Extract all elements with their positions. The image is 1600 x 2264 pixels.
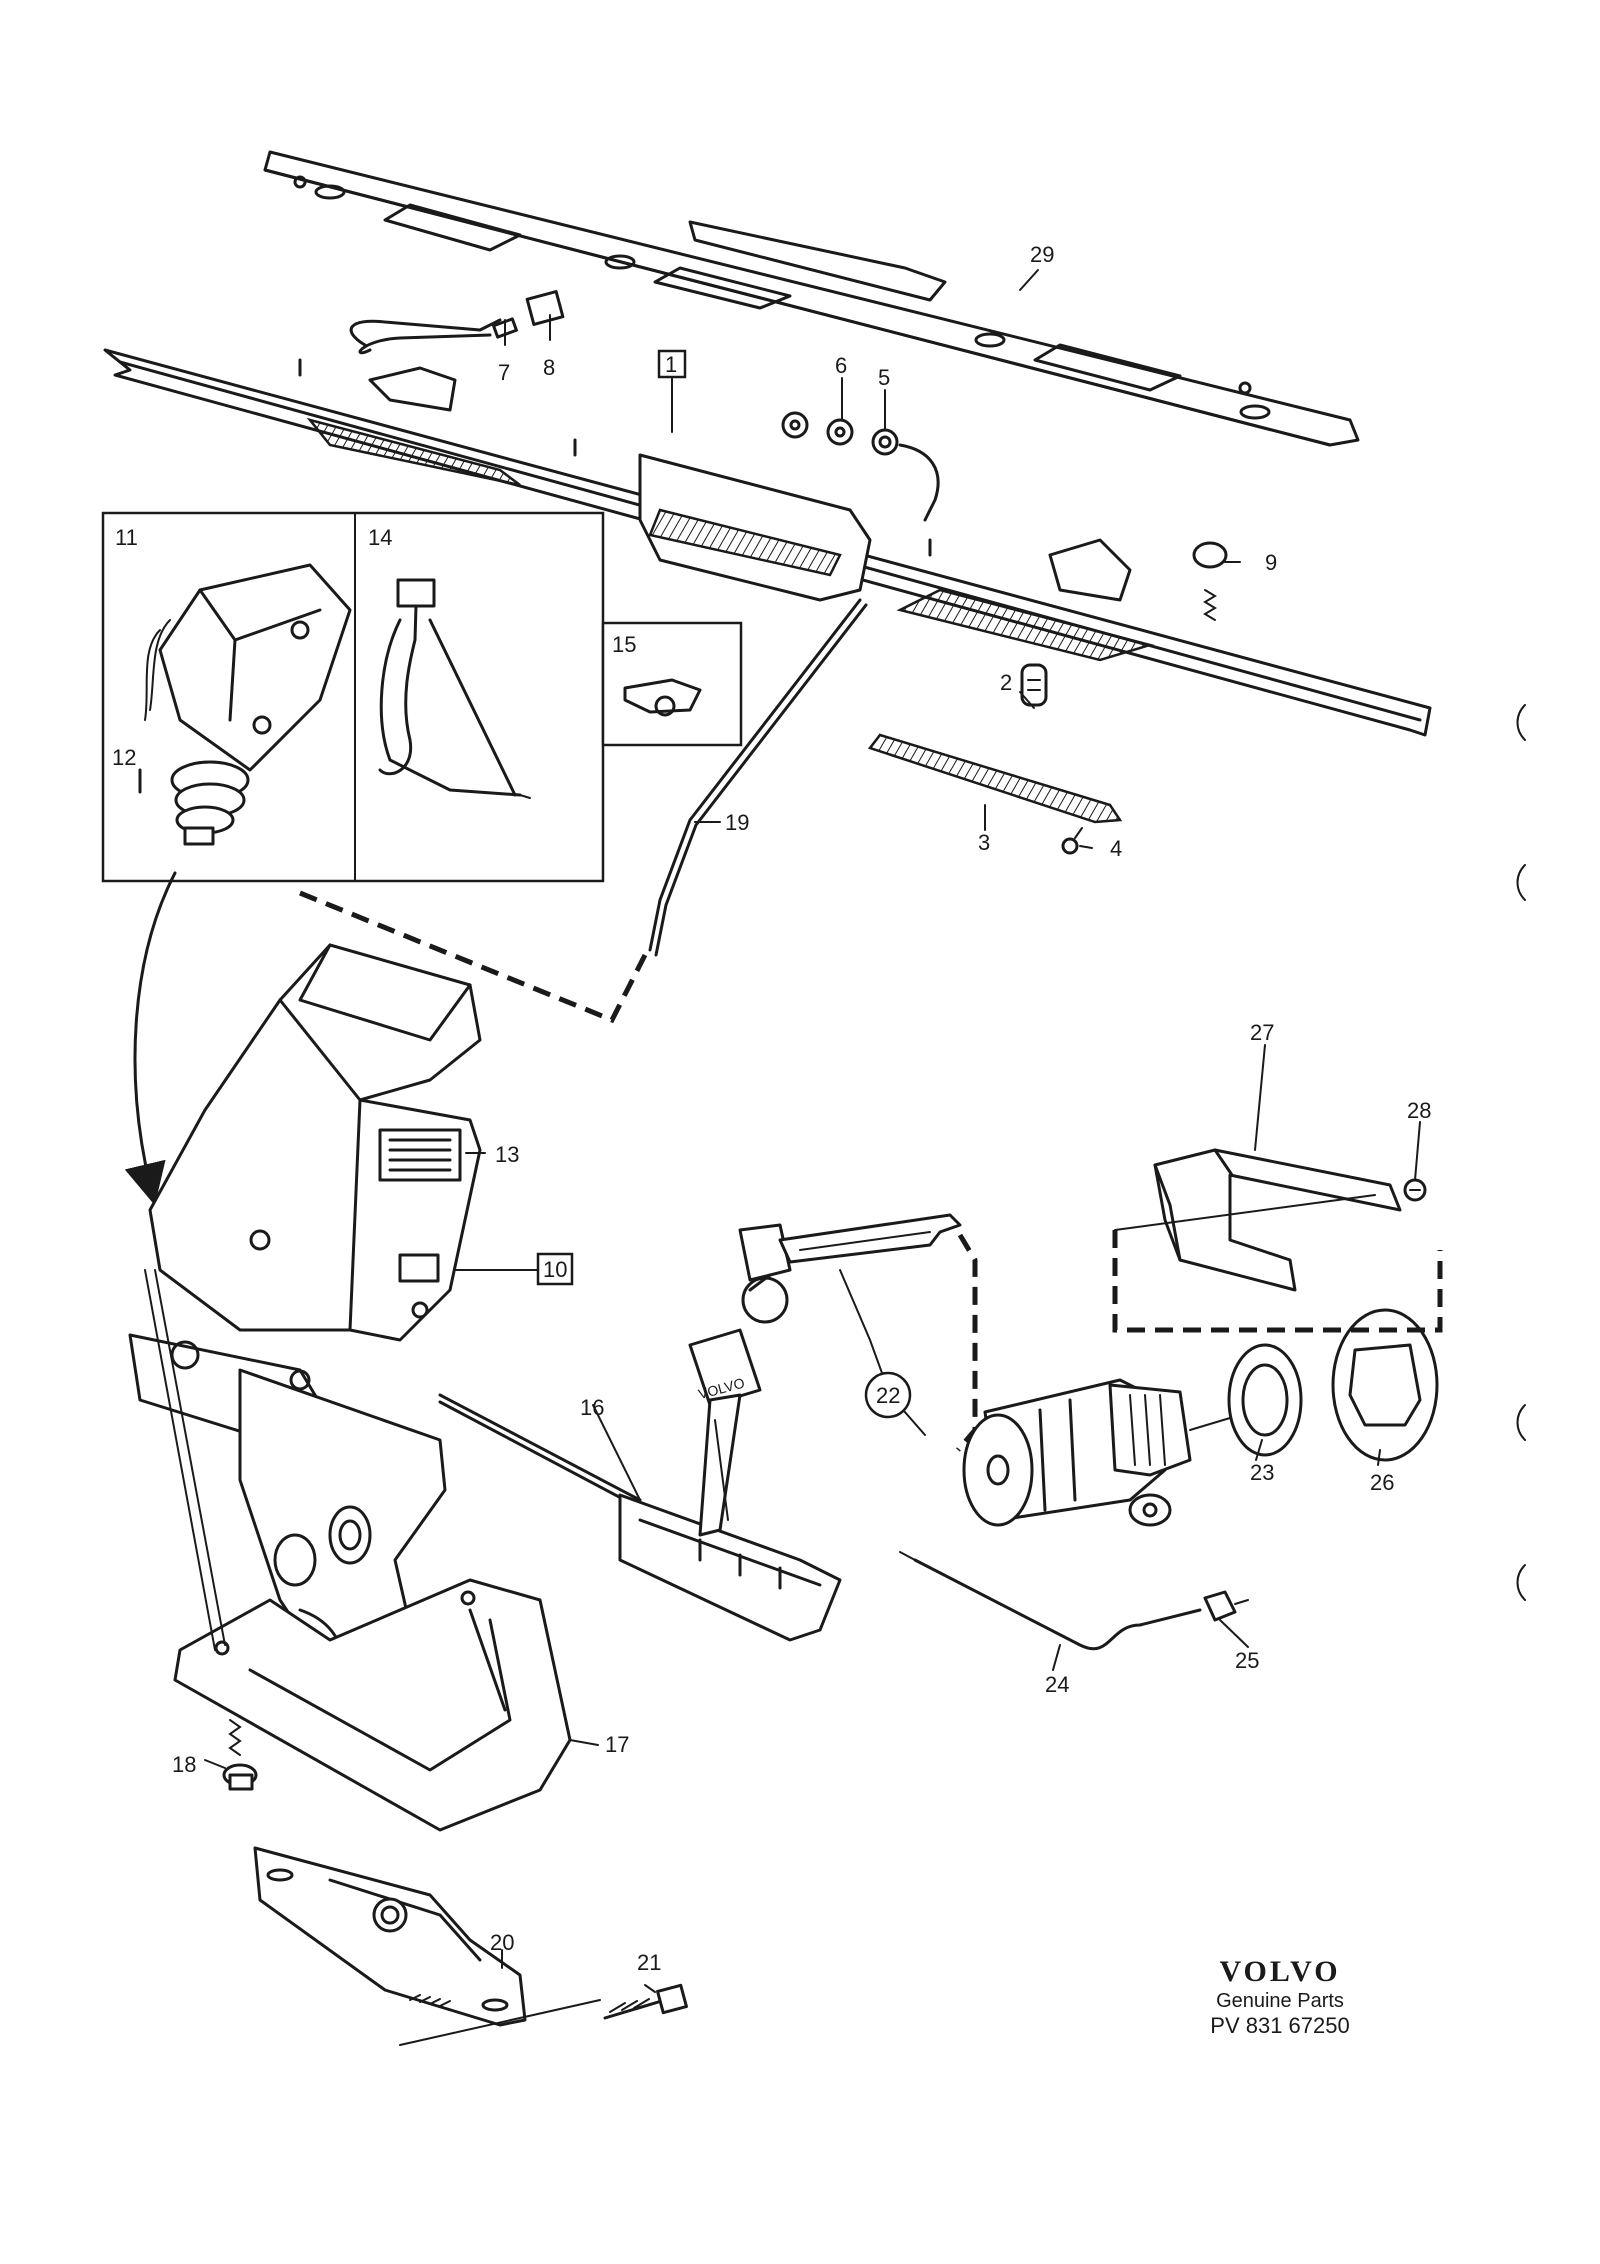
part-29-trim-panel [263,150,1360,447]
rod-19 [648,598,868,957]
washer-23 [1227,1343,1303,1457]
cover-leader [1114,1194,1376,1231]
callout-22: 22 [876,1383,900,1408]
callout-circle-22 [864,1371,912,1419]
brand-block: VOLVO Genuine Parts PV 831 67250 [1180,1955,1380,2039]
callout-2: 2 [1000,670,1012,695]
wire-connector-7-8 [349,290,565,355]
bulb-2 [1020,663,1048,707]
callout-5: 5 [878,365,890,390]
label-inset-15: 15 [612,632,636,657]
bolt-21 [603,1983,688,2020]
callout-19: 19 [725,810,749,835]
callout-16: 16 [580,1395,604,1420]
callout-25: 25 [1235,1648,1259,1673]
lens-3 [867,733,1123,824]
inset-11-14: 11 14 12 [101,511,605,883]
plate-26 [1331,1308,1439,1462]
keys-22: VOLVO [688,1213,978,1537]
striker-20 [253,1846,601,2046]
cable-16 [438,1393,842,1642]
handle-bar-assembly [103,348,1432,737]
nut-9 [1192,541,1228,621]
lock-assembly-10 [128,943,572,1832]
label-inset-14: 14 [368,525,392,550]
callout-27: 27 [1250,1020,1274,1045]
label-part-12: 12 [112,745,136,770]
clip-25 [1203,1590,1249,1622]
callout-box-10 [536,1252,574,1286]
cover-27 [1153,1148,1402,1292]
callout-labels: 1 2 3 4 5 6 7 8 9 10 13 16 17 18 19 20 2… [172,242,1431,1975]
callout-23: 23 [1250,1460,1274,1485]
callout-6: 6 [835,353,847,378]
callout-17: 17 [605,1732,629,1757]
dashed-link [299,890,648,1024]
inset-15: 15 [601,621,743,747]
screw-28 [1403,1178,1427,1202]
callout-1: 1 [665,352,677,377]
callout-20: 20 [490,1930,514,1955]
callout-26: 26 [1370,1470,1394,1495]
binder-hole-marks [1516,704,1526,1601]
callout-29: 29 [1030,242,1054,267]
callout-3: 3 [978,830,990,855]
callout-21: 21 [637,1950,661,1975]
screw-4 [1061,827,1083,855]
rod-24 [899,1551,1202,1651]
callout-box-1 [657,349,687,379]
callout-28: 28 [1407,1098,1431,1123]
callout-7: 7 [498,360,510,385]
label-inset-11: 11 [115,525,138,550]
lock-cylinder [962,1378,1241,1527]
callout-13: 13 [495,1142,519,1167]
inset-pointer-arrow [124,871,177,1206]
callout-8: 8 [543,355,555,380]
dashed-cover-outline [1112,1230,1443,1333]
callout-4: 4 [1110,836,1122,861]
callout-18: 18 [172,1752,196,1777]
brand-subtitle: Genuine Parts [1216,1990,1344,2012]
part-code: PV 831 67250 [1210,2013,1350,2038]
callout-24: 24 [1045,1672,1069,1697]
brand-logo: VOLVO [1219,1955,1341,1988]
callout-10: 10 [543,1257,567,1282]
callout-9: 9 [1265,550,1277,575]
bolt-18 [222,1719,258,1791]
